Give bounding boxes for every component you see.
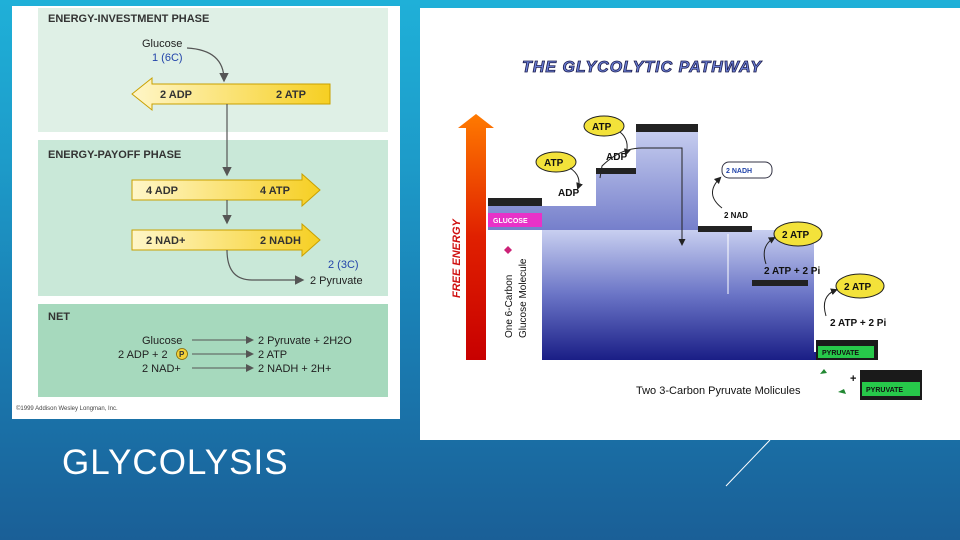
pyruvate-box-1 [818,346,874,358]
net-row-3-right: 2 NADH + 2H+ [258,363,331,375]
pyruvate-carbons: 2 (3C) [328,259,359,271]
free-energy-arrow [458,114,494,360]
pyruvate-box-2 [862,382,920,396]
atp-label-1: 2 ATP [276,89,306,101]
adp-label-2: 4 ADP [146,185,178,197]
glucose-molecule-line2: Glucose Molecule [518,258,529,338]
payoff-phase-bg [38,140,388,296]
investment-phase-heading: ENERGY-INVESTMENT PHASE [48,13,209,25]
net-phase-bg [38,304,388,397]
glucose-label: Glucose [142,38,182,50]
plus-sign: + [850,373,856,385]
investment-arrow [131,76,331,112]
atp-badge-b [835,273,885,299]
atp-label-2: 4 ATP [260,185,290,197]
phosphate-symbol: P [179,350,185,359]
adp-top-label: ADP [606,152,627,163]
staircase-body [542,230,814,360]
atp-label-b: 2 ATP [844,282,872,293]
glucose-box-label: GLUCOSE [493,218,528,225]
nadh-badge [721,161,773,179]
glucose-molecule-line1: One 6-Carbon [504,275,515,338]
net-row-1-left: Glucose [142,335,182,347]
adp-left-label: ADP [558,188,579,199]
glucose-molecule-icon [504,246,512,254]
atp-top-label: ATP [592,122,612,133]
glucose-box [488,213,542,227]
atp-top-badge [583,115,625,137]
atp-pi-label-1: 2 ATP + 2 Pi [764,266,820,277]
copyright-text: ©1999 Addison Wesley Longman, Inc. [16,405,118,412]
atp-pi-label-2: 2 ATP + 2 Pi [830,318,886,329]
slide-title: GLYCOLYSIS [62,443,289,482]
adp-label-1: 2 ADP [160,89,192,101]
nad-label: 2 NAD+ [146,235,185,247]
net-row-3-left: 2 NAD+ [142,363,181,375]
nad-label: 2 NAD [724,211,748,220]
investment-phase-bg [38,8,388,132]
payoff-phase-heading: ENERGY-PAYOFF PHASE [48,149,181,161]
atp-badge-a [773,221,823,247]
payoff-arrow-atp [131,172,321,208]
pyruvate-label-1: PYRUVATE [822,350,859,357]
net-row-2-left: 2 ADP + 2 [118,349,168,361]
nadh-label: 2 NADH [726,168,752,175]
free-energy-label: FREE ENERGY [451,217,463,298]
pyruvate-molecule-icon-2 [838,389,846,394]
pathway-title: THE GLYCOLYTIC PATHWAY [522,59,762,76]
atp-left-label: ATP [544,158,564,169]
payoff-arrow-nadh [131,222,321,258]
investment-payoff-diagram: ENERGY-INVESTMENT PHASE Glucose 1 (6C) 2… [12,6,400,419]
glycolytic-pathway-diagram: THE GLYCOLYTIC PATHWAY FREE ENERGY GLUCO… [420,8,960,440]
phosphate-icon [176,348,188,360]
net-heading: NET [48,311,70,323]
pyruvate-molecules-label: Two 3-Carbon Pyruvate Molicules [636,385,801,397]
nadh-label: 2 NADH [260,235,301,247]
pyruvate-molecule-icon-1 [820,369,827,374]
atp-label-a: 2 ATP [782,230,810,241]
net-row-2-right: 2 ATP [258,349,287,361]
atp-left-badge [535,151,577,173]
net-row-1-right: 2 Pyruvate + 2H2O [258,335,352,347]
glucose-carbons: 1 (6C) [152,52,183,64]
pyruvate-label: 2 Pyruvate [310,275,363,287]
pyruvate-label-2: PYRUVATE [866,387,903,394]
